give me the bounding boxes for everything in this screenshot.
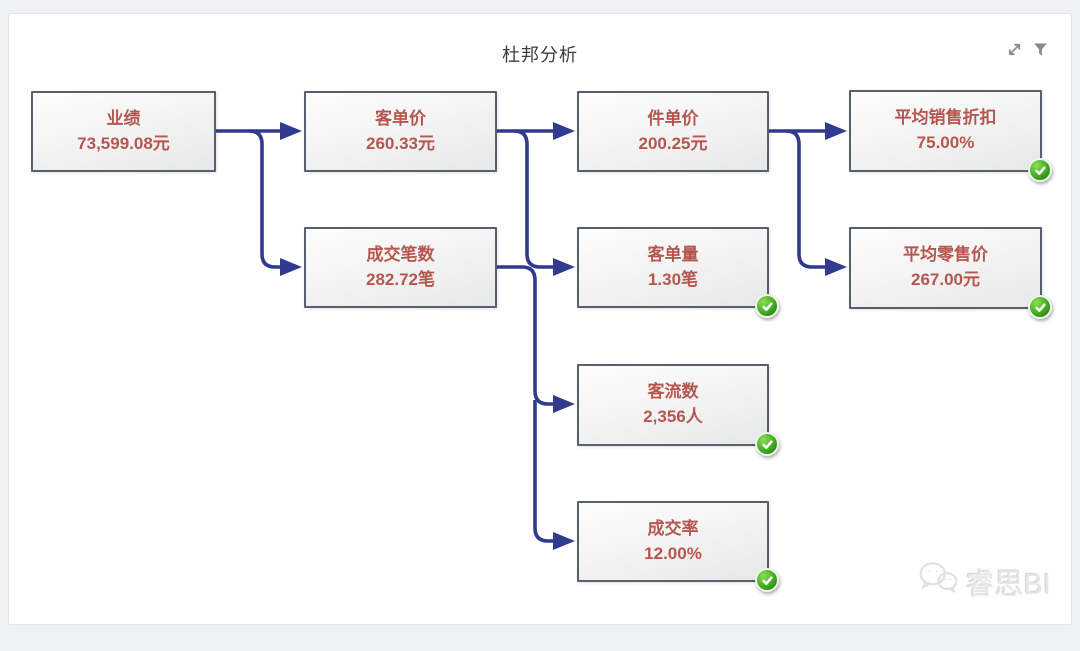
node-deal-count[interactable]: 成交笔数 282.72笔 [304, 227, 497, 308]
node-label: 平均零售价 [903, 245, 988, 265]
dupont-analysis-panel: 杜邦分析 [8, 13, 1072, 625]
panel-toolbar [1005, 40, 1049, 58]
node-value: 267.00元 [911, 270, 980, 289]
edge-performance-to-deal-count [248, 129, 302, 276]
node-label: 业绩 [106, 108, 141, 128]
node-value: 12.00% [644, 543, 702, 563]
node-unit-price[interactable]: 件单价 200.25元 [577, 91, 769, 172]
edge-unit-price-to-avg-retail-price [785, 129, 847, 276]
edge-deal-count-to-traffic [497, 265, 575, 413]
node-label: 客流数 [647, 382, 699, 402]
node-value: 73,599.08元 [77, 133, 170, 153]
node-avg-sales-discount[interactable]: 平均销售折扣 75.00% [849, 90, 1052, 182]
node-value: 75.00% [916, 133, 975, 152]
check-icon [755, 568, 779, 592]
node-value: 1.30笔 [647, 269, 699, 289]
watermark: 睿思BI [917, 560, 1051, 604]
node-label: 件单价 [647, 108, 699, 128]
node-traffic[interactable]: 客流数 2,356人 [577, 364, 779, 456]
node-items-per-ticket[interactable]: 客单量 1.30笔 [577, 227, 779, 318]
node-value: 282.72笔 [366, 269, 435, 289]
node-performance[interactable]: 业绩 73,599.08元 [31, 91, 216, 172]
filter-icon[interactable] [1031, 40, 1049, 58]
check-icon [755, 432, 779, 456]
node-avg-retail-price[interactable]: 平均零售价 267.00元 [849, 227, 1052, 319]
panel-title: 杜邦分析 [502, 45, 578, 65]
node-label: 客单量 [647, 244, 699, 264]
node-value: 260.33元 [366, 133, 435, 153]
node-value: 200.25元 [638, 133, 708, 153]
node-label: 平均销售折扣 [894, 108, 997, 128]
page-background: 杜邦分析 [8, 13, 1072, 625]
check-icon [1028, 158, 1052, 182]
node-label: 客单价 [375, 108, 426, 128]
check-icon [1028, 295, 1052, 319]
check-icon [755, 294, 779, 318]
wechat-icon [917, 560, 959, 604]
edge-deal-count-to-conversion-rate [533, 400, 575, 550]
node-conversion-rate[interactable]: 成交率 12.00% [577, 501, 779, 592]
node-value: 2,356人 [643, 407, 703, 426]
node-label: 成交笔数 [366, 244, 435, 264]
expand-icon[interactable] [1005, 40, 1023, 58]
node-label: 成交率 [647, 518, 699, 538]
watermark-text: 睿思BI [965, 569, 1051, 601]
edge-avg-ticket-to-items-per-ticket [513, 129, 575, 276]
node-avg-ticket[interactable]: 客单价 260.33元 [304, 91, 497, 172]
